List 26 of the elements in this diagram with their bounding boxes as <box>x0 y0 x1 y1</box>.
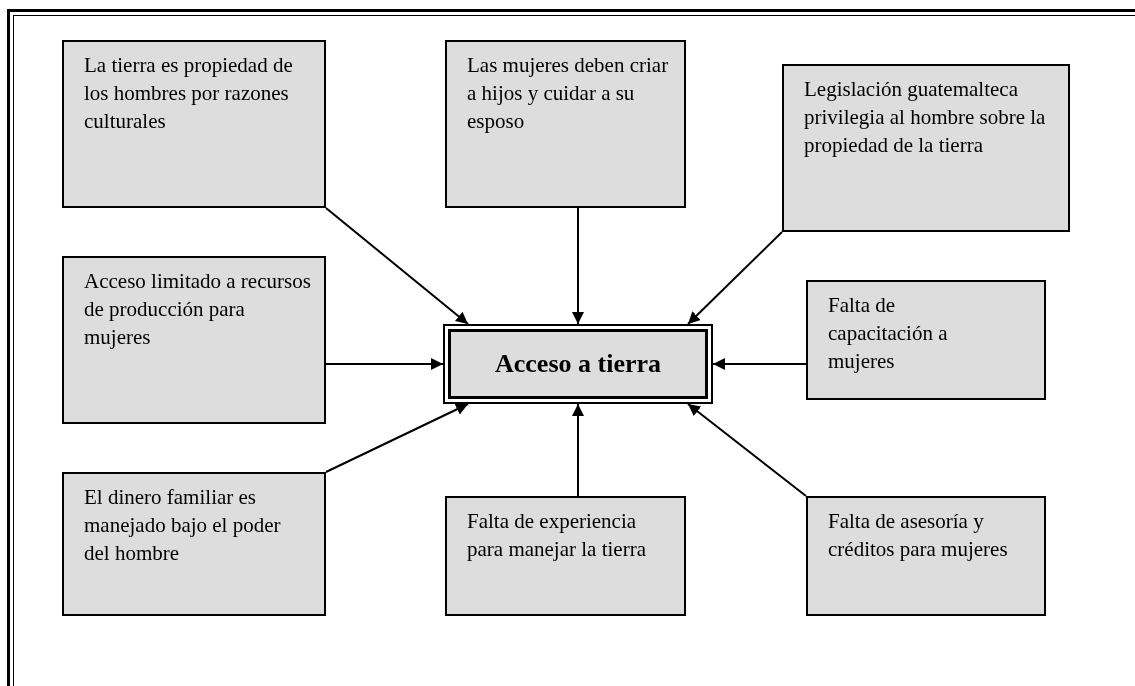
cause-text: Falta de capacitación a mujeres <box>828 292 949 375</box>
cause-box <box>806 496 1046 616</box>
cause-box <box>62 40 326 208</box>
cause-text: Falta de experiencia para manejar la tierra <box>467 508 647 563</box>
cause-text: Acceso limitado a recursos de producción para mujeres <box>84 268 312 351</box>
cause-box <box>806 280 1046 400</box>
cause-text: Legislación guatemalteca privilegia al hombre sobre la propiedad de la tierra <box>804 76 1047 159</box>
arrow <box>687 231 783 325</box>
central-box <box>443 324 713 404</box>
cause-text: La tierra es propiedad de los hombres por razones culturales <box>84 52 294 135</box>
cause-text: Las mujeres deben criar a hijos y cuidar a su esposo <box>467 52 670 135</box>
arrow <box>325 403 469 473</box>
central-label: Acceso a tierra <box>495 347 661 380</box>
arrow <box>572 207 584 325</box>
cause-box <box>62 256 326 424</box>
cause-box <box>445 40 686 208</box>
cause-box <box>62 472 326 616</box>
arrow <box>572 403 584 497</box>
arrow <box>325 207 469 325</box>
cause-box <box>445 496 686 616</box>
cause-text: El dinero familiar es manejado bajo el poder del hombre <box>84 484 282 567</box>
arrow <box>687 403 807 497</box>
arrow <box>712 358 807 370</box>
cause-box <box>782 64 1070 232</box>
arrow <box>325 358 444 370</box>
cause-text: Falta de asesoría y créditos para mujeres <box>828 508 1009 563</box>
